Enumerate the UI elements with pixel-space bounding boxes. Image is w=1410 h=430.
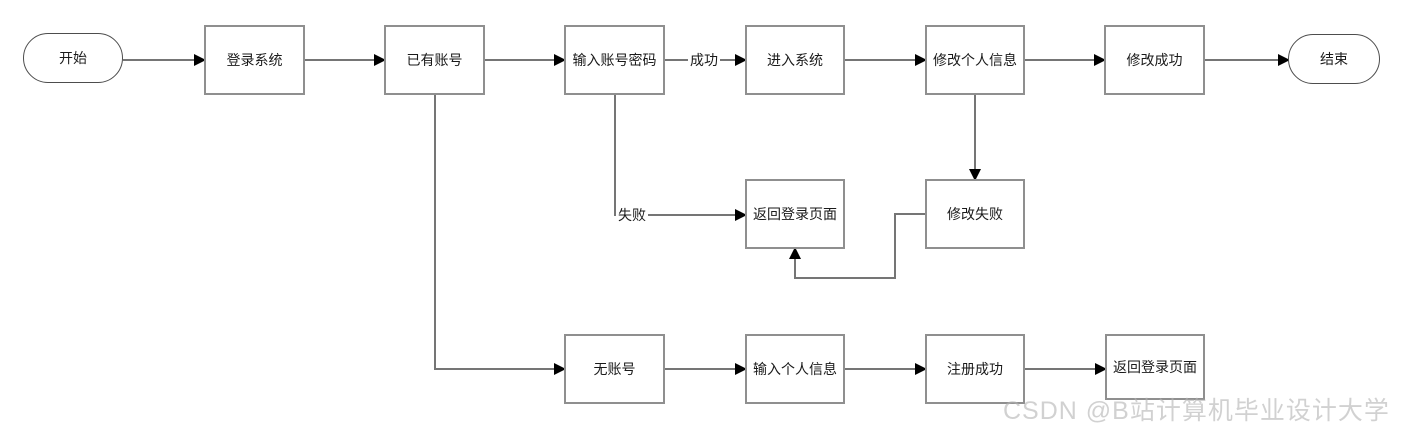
node-register-success: 注册成功 — [925, 334, 1025, 404]
node-enter-credentials: 输入账号密码 — [564, 25, 665, 95]
node-label: 开始 — [59, 49, 87, 66]
node-back-to-login-1: 返回登录页面 — [745, 179, 845, 249]
node-edit-success: 修改成功 — [1104, 25, 1205, 95]
node-label: 输入个人信息 — [753, 360, 837, 377]
node-edit-fail: 修改失败 — [925, 179, 1025, 249]
node-label: 登录系统 — [226, 51, 283, 68]
node-label: 返回登录页面 — [753, 205, 837, 222]
node-has-account: 已有账号 — [384, 25, 485, 95]
node-label: 返回登录页面 — [1113, 358, 1197, 375]
node-end: 结束 — [1288, 34, 1380, 84]
edge-label-成功: 成功 — [688, 50, 720, 70]
node-label: 注册成功 — [947, 360, 1003, 377]
node-start: 开始 — [23, 33, 123, 83]
node-label: 结束 — [1320, 50, 1348, 67]
node-label: 输入账号密码 — [572, 51, 657, 68]
edge-label-失败: 失败 — [616, 205, 648, 225]
node-label: 修改失败 — [947, 205, 1003, 222]
node-label: 进入系统 — [767, 51, 823, 68]
node-enter-personal: 输入个人信息 — [745, 334, 845, 404]
edge-has-account-to-no-account — [434, 95, 566, 375]
node-label: 修改成功 — [1126, 51, 1183, 68]
edges-group — [123, 54, 1290, 375]
watermark-text: CSDN @B站计算机毕业设计大学 — [1003, 397, 1390, 425]
node-label: 修改个人信息 — [933, 51, 1017, 68]
node-edit-profile: 修改个人信息 — [925, 25, 1025, 95]
node-login-system: 登录系统 — [204, 25, 305, 95]
edge-enter-credentials-to-back-to-login-1 — [614, 95, 747, 221]
node-enter-system: 进入系统 — [745, 25, 845, 95]
node-back-to-login-2: 返回登录页面 — [1105, 334, 1205, 400]
node-label: 无账号 — [593, 360, 636, 377]
node-no-account: 无账号 — [564, 334, 665, 404]
node-label: 已有账号 — [406, 51, 463, 68]
